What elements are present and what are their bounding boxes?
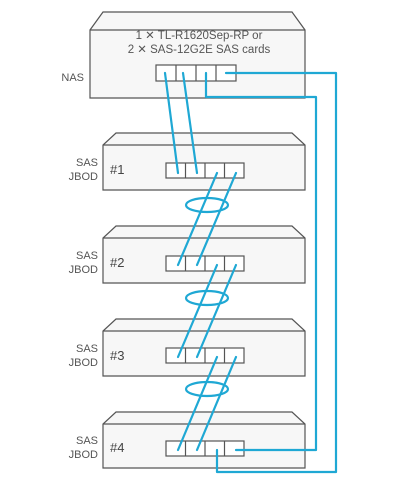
jbod-4-label-line-2: JBOD (68, 449, 98, 461)
jbod-1-port-group (165, 162, 245, 179)
nas-caption-line-1: 1 ✕ TL-R1620Sep-RP or (135, 30, 263, 42)
cable-tie-2 (184, 289, 230, 307)
jbod-3-label-line-1: SAS (75, 343, 98, 355)
nas-caption-line-2: 2 ✕ SAS-12G2E SAS cards (127, 44, 271, 56)
cable-nas-to-jbod1-b (181, 71, 199, 175)
cable-jbod2-to-jbod3-a (176, 263, 219, 359)
cable-jbod3-to-jbod4-a (176, 355, 219, 452)
cable-tie-3 (184, 380, 230, 398)
cable-nas-to-jbod4-inner (204, 71, 318, 452)
nas-port-group (155, 64, 237, 82)
jbod-enclosure-1 (102, 132, 306, 191)
jbod-3-id: #3 (110, 348, 125, 363)
jbod-1-id: #1 (110, 162, 125, 177)
cable-jbod1-to-jbod2-a (176, 171, 219, 267)
jbod-4-id: #4 (110, 440, 125, 455)
jbod-4-port-group (165, 440, 245, 457)
jbod-2-port-group (165, 255, 245, 272)
cable-jbod1-to-jbod2-b (195, 171, 238, 267)
jbod-2-id: #2 (110, 255, 125, 270)
jbod-1-label-line-1: SAS (75, 157, 98, 169)
jbod-1-label-line-2: JBOD (68, 171, 98, 183)
nas-label: NAS (61, 72, 84, 84)
jbod-enclosure-3 (102, 318, 306, 377)
jbod-3-label-line-2: JBOD (68, 357, 98, 369)
jbod-2-label-line-2: JBOD (68, 264, 98, 276)
jbod-enclosure-2 (102, 225, 306, 284)
nas-enclosure (89, 11, 306, 99)
cable-nas-to-jbod1-a (163, 71, 180, 175)
cable-tie-1 (184, 196, 230, 214)
cable-jbod2-to-jbod3-b (195, 263, 238, 359)
jbod-2-label-line-1: SAS (75, 250, 98, 262)
cable-jbod3-to-jbod4-b (195, 355, 238, 452)
jbod-4-label-line-1: SAS (75, 435, 98, 447)
jbod-enclosure-4 (102, 411, 306, 469)
jbod-3-port-group (165, 347, 245, 364)
cable-nas-to-jbod4-outer (215, 71, 338, 474)
